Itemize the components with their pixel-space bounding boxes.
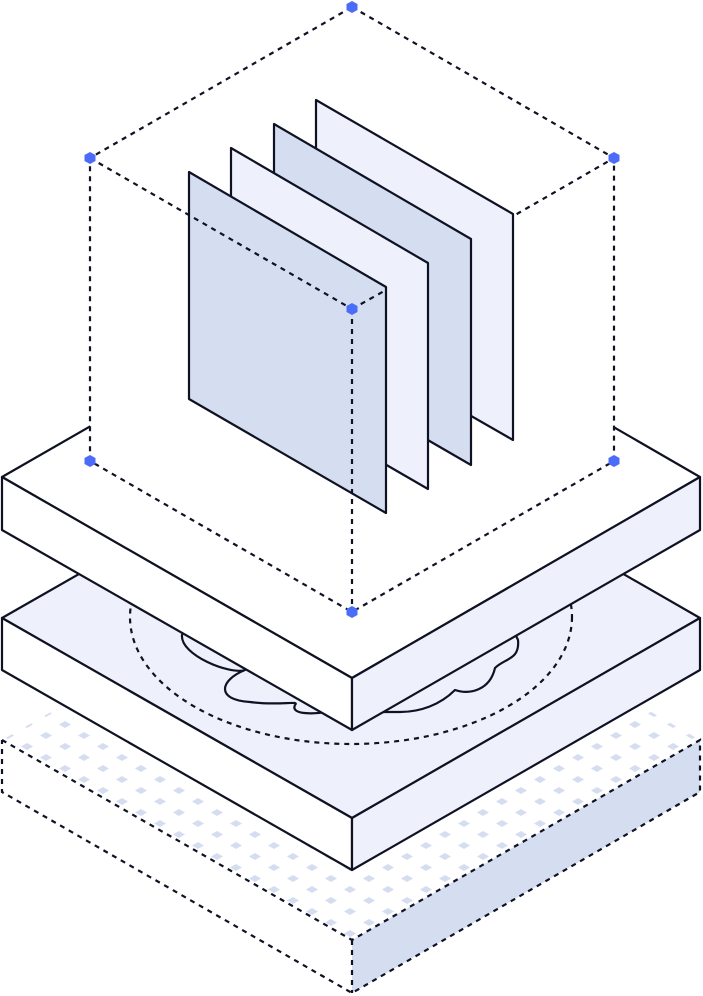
cube-front-edges bbox=[89, 157, 387, 612]
panel-1 bbox=[187, 170, 388, 515]
vertex-handle-icon[interactable] bbox=[346, 303, 358, 315]
vertex-handle-icon[interactable] bbox=[84, 152, 96, 164]
vertex-handle-icon[interactable] bbox=[346, 606, 358, 618]
vertex-handle-icon[interactable] bbox=[608, 455, 620, 467]
cube-edge-left bbox=[89, 157, 353, 310]
vertex-markers bbox=[84, 1, 620, 618]
panel-stack bbox=[187, 98, 515, 515]
cube-edge-right-front bbox=[351, 289, 387, 310]
vertex-handle-icon[interactable] bbox=[608, 152, 620, 164]
middle-slab-right-face bbox=[350, 616, 702, 872]
top-slab-right-face bbox=[350, 475, 702, 732]
vertex-handle-icon[interactable] bbox=[84, 455, 96, 467]
vertex-handle-icon[interactable] bbox=[346, 1, 358, 13]
base-right-face bbox=[352, 740, 700, 993]
